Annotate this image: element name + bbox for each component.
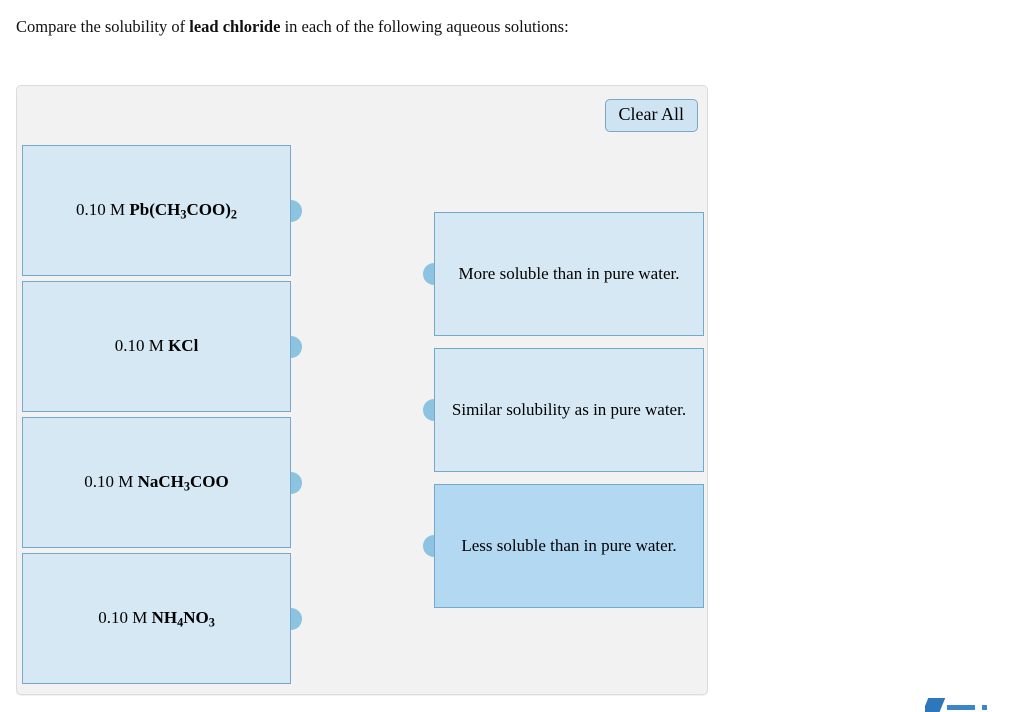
target-tile-label: Similar solubility as in pure water. — [451, 399, 687, 419]
source-tile-pb-acetate[interactable]: 0.10 M Pb(CH3COO)2 — [22, 145, 302, 276]
source-tile-label: 0.10 M NaCH3COO — [70, 471, 243, 493]
target-tile-label: Less soluble than in pure water. — [461, 535, 677, 555]
question-prompt: Compare the solubility of lead chloride … — [16, 16, 996, 38]
logo-slash-shape — [925, 698, 946, 712]
source-formula: Pb(CH3COO)2 — [129, 200, 237, 222]
source-concentration: 0.10 M — [75, 200, 130, 220]
source-tile-label: 0.10 M KCl — [101, 335, 213, 357]
source-formula: NaCH3COO — [137, 472, 229, 494]
connector-knob-icon[interactable] — [291, 199, 302, 222]
source-formula: KCl — [168, 336, 199, 356]
question-prefix: Compare the solubility of — [16, 17, 190, 36]
source-formula: NH4NO3 — [151, 608, 215, 630]
question-bold-term: lead chloride — [189, 17, 281, 36]
corner-logo-icon — [925, 698, 995, 712]
target-tile-similar-solubility[interactable]: Similar solubility as in pure water. — [423, 348, 704, 472]
connector-knob-icon[interactable] — [423, 263, 434, 285]
source-tile-sodium-acetate[interactable]: 0.10 M NaCH3COO — [22, 417, 302, 548]
target-tile-label: More soluble than in pure water. — [458, 263, 680, 283]
question-suffix: in each of the following aqueous solutio… — [280, 17, 569, 36]
target-tile-more-soluble[interactable]: More soluble than in pure water. — [423, 212, 704, 336]
logo-dot-shape — [982, 705, 987, 710]
connector-knob-icon[interactable] — [423, 535, 434, 557]
connector-knob-icon[interactable] — [291, 607, 302, 630]
matching-activity-panel: Clear All 0.10 M Pb(CH3COO)2 0.10 M KCl … — [16, 85, 708, 695]
source-tile-kcl[interactable]: 0.10 M KCl — [22, 281, 302, 412]
source-concentration: 0.10 M — [114, 336, 169, 356]
source-tile-ammonium-nitrate[interactable]: 0.10 M NH4NO3 — [22, 553, 302, 684]
source-tile-label: 0.10 M Pb(CH3COO)2 — [62, 199, 251, 221]
logo-bar-shape — [947, 705, 975, 710]
connector-knob-icon[interactable] — [291, 471, 302, 494]
source-tile-label: 0.10 M NH4NO3 — [84, 607, 229, 629]
connector-knob-icon[interactable] — [291, 335, 302, 358]
clear-all-button[interactable]: Clear All — [604, 99, 698, 132]
connector-knob-icon[interactable] — [423, 399, 434, 421]
source-concentration: 0.10 M — [84, 472, 138, 492]
target-tile-less-soluble[interactable]: Less soluble than in pure water. — [423, 484, 704, 608]
source-concentration: 0.10 M — [98, 608, 152, 628]
